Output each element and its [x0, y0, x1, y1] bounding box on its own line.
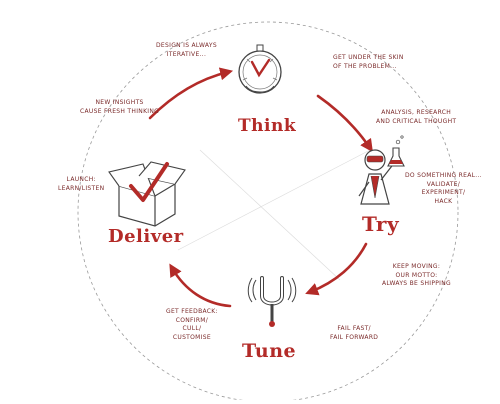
note-new-insights: NEW INSIGHTS CAUSE FRESH THINKING — [80, 99, 160, 115]
cross-line-a — [177, 149, 371, 251]
stage-label-think: Think — [238, 116, 297, 136]
stage-label-tune: Tune — [242, 340, 297, 362]
note-skin-of-problem: GET UNDER THE SKIN OF THE PROBLEM... — [333, 54, 404, 70]
note-fail-fast: FAIL FAST/ FAIL FORWARD — [330, 325, 379, 341]
note-launch: LAUNCH: LEARN/LISTEN — [58, 176, 105, 192]
note-get-feedback: GET FEEDBACK: CONFIRM/ CULL/ CUSTOMISE — [166, 308, 218, 341]
scientist-flask-icon — [358, 135, 405, 205]
tuning-fork-icon — [247, 276, 297, 327]
arrow-tune-to-deliver — [169, 263, 232, 308]
note-keep-moving: KEEP MOVING: OUR MOTTO: ALWAYS BE SHIPPI… — [382, 263, 451, 287]
note-design-iterative: DESIGN IS ALWAYS ITERATIVE... — [156, 42, 217, 58]
arrow-try-to-tune — [305, 242, 368, 296]
outer-dashed-circle — [77, 21, 459, 403]
note-analysis: ANALYSIS, RESEARCH AND CRITICAL THOUGHT — [376, 109, 457, 125]
box-checkmark-icon — [108, 161, 186, 227]
stopwatch-icon — [238, 44, 282, 94]
stage-label-try: Try — [362, 212, 400, 236]
stage-label-deliver: Deliver — [108, 226, 184, 247]
cross-line-b — [199, 149, 341, 281]
arrow-think-to-try — [316, 94, 373, 153]
arrow-deliver-to-think — [148, 67, 234, 120]
note-do-something-real: DO SOMETHING REAL... VALIDATE/ EXPERIMEN… — [405, 172, 482, 205]
